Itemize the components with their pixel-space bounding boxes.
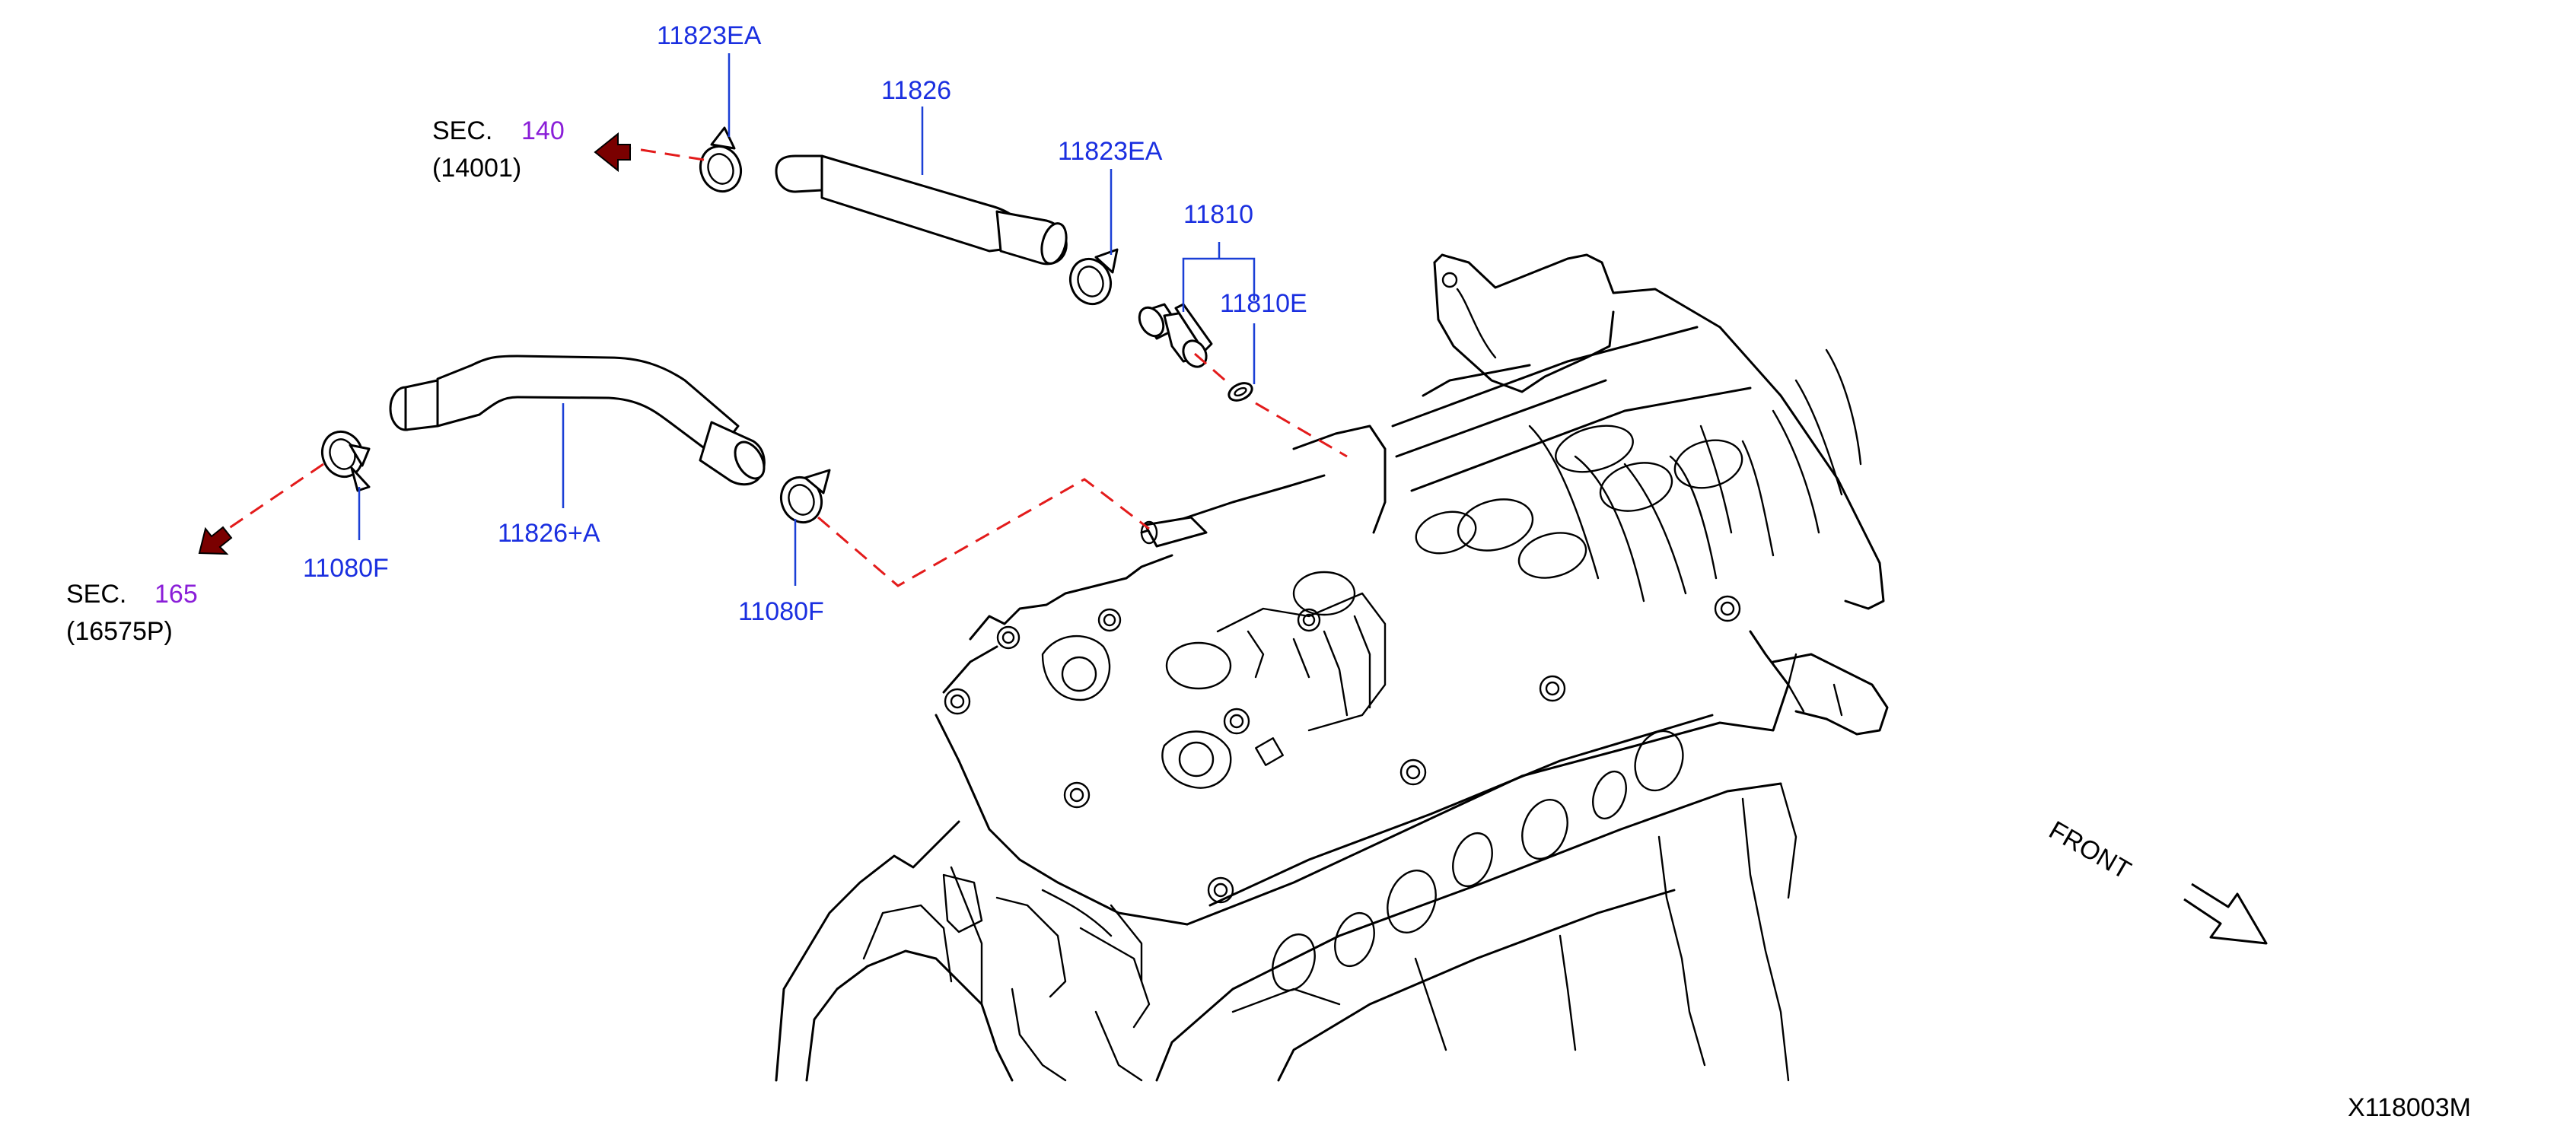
front-arrow-icon (2183, 883, 2268, 945)
engine-block (775, 253, 1889, 1082)
sec-label: SEC. (66, 580, 126, 609)
label-11810E: 11810E (1220, 289, 1307, 318)
clamp-11823EA-top-left (699, 126, 742, 193)
pcv-valve (1138, 303, 1213, 368)
clamp-11080F-lower-right (780, 469, 831, 524)
o-ring (1228, 382, 1253, 402)
bolt-heads (944, 595, 1741, 904)
sec-subcode: (14001) (432, 154, 521, 183)
sec-label: SEC. (432, 116, 492, 145)
leader-lines (358, 53, 1256, 586)
label-11826-A: 11826+A (498, 519, 600, 548)
front-label: FRONT (2044, 816, 2135, 885)
label-11080F-left: 11080F (303, 554, 389, 583)
upper-hose (775, 154, 1068, 266)
clamp-11080F-lower-left (321, 430, 371, 492)
label-11826: 11826 (881, 76, 951, 105)
sec-number[interactable]: 140 (521, 116, 565, 145)
sec-number[interactable]: 165 (154, 580, 198, 609)
section-reference-140[interactable]: SEC. 140 (14001) (432, 116, 565, 183)
label-11823EA-top-left: 11823EA (657, 21, 762, 50)
connection-paths (216, 147, 1348, 587)
section-reference-165[interactable]: SEC. 165 (16575P) (66, 580, 198, 646)
label-11080F-right: 11080F (738, 597, 824, 626)
clamp-11823EA-top-right (1069, 248, 1119, 306)
part-labels: 11823EA 11826 11823EA 11810 11810E 11826… (303, 21, 1307, 626)
label-11810: 11810 (1183, 200, 1253, 229)
arrow-to-sec-140 (594, 132, 631, 173)
sec-subcode: (16575P) (66, 617, 173, 646)
label-11823EA-top-right: 11823EA (1058, 137, 1163, 166)
lower-hose (389, 355, 766, 486)
figure-id: X118003M (2348, 1093, 2471, 1122)
arrow-to-sec-165 (198, 526, 233, 555)
front-indicator: FRONT (2044, 816, 2268, 945)
